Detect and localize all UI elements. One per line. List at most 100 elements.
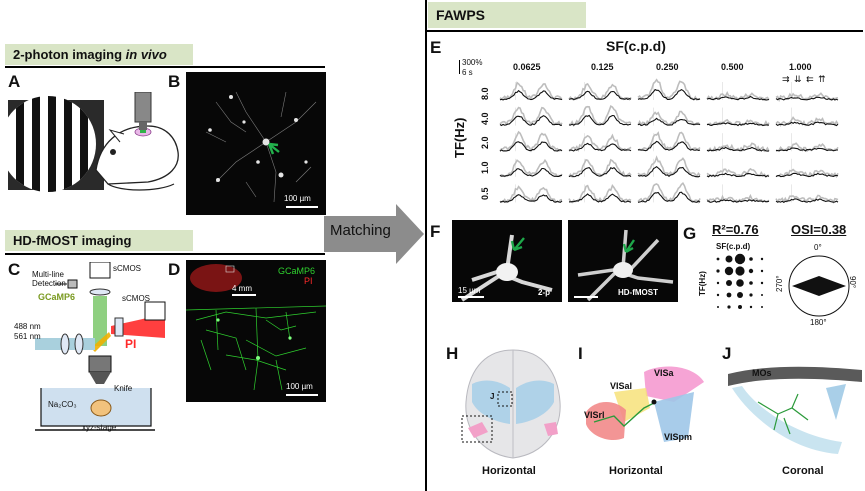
trace-cell (499, 81, 563, 101)
section-title-2photon-italic: in vivo (125, 47, 167, 62)
mean-trace (706, 146, 770, 152)
mean-trace (775, 121, 839, 127)
column-divider (425, 0, 427, 491)
trial-trace (499, 130, 563, 153)
dot-matrix-point (725, 255, 733, 263)
panel-label-j: J (722, 344, 732, 363)
trace-cell (499, 130, 563, 153)
trace-cell (775, 82, 839, 103)
trace-cell (775, 133, 839, 153)
panel-h-brain (461, 349, 561, 459)
trace-cell (775, 184, 839, 204)
mean-trace (568, 166, 632, 178)
g-dot-grid (716, 253, 764, 309)
panel-f-2p-neuron (458, 234, 553, 302)
trial-trace (637, 181, 701, 204)
mean-trace (706, 95, 770, 101)
panel-j-caption: Coronal (782, 465, 824, 477)
sf-value-1: 0.0625 (513, 62, 541, 72)
scale-time-label: 6 s (462, 68, 473, 77)
trace-cell (637, 181, 701, 204)
panel-f-scale-label: 15 µm (458, 286, 481, 295)
dot-matrix-point (717, 306, 719, 308)
dot-matrix-point (716, 281, 720, 285)
panel-b-image: 100 µm (186, 72, 326, 215)
panel-f-2p-label: 2-p (538, 288, 550, 297)
panel-i-visrl: VISrl (584, 410, 605, 420)
tf-value-1: 8.0 (480, 87, 490, 100)
trial-trace (568, 183, 632, 204)
trial-trace (637, 131, 701, 152)
trace-cell (775, 158, 839, 179)
panel-d-neurons (186, 264, 326, 396)
response-trace-grid (499, 78, 839, 204)
panel-c-detection-label: Detection (32, 279, 66, 288)
sf-value-2: 0.125 (591, 62, 614, 72)
trace-cell (637, 107, 701, 127)
g-polar-plot (788, 255, 850, 317)
dot-matrix-point (760, 281, 764, 285)
mean-trace (706, 172, 770, 178)
trial-trace (775, 142, 839, 153)
dot-matrix-point (737, 292, 743, 298)
mean-trace (499, 167, 563, 178)
mean-trace (775, 172, 839, 178)
fawps-title-text: FAWPS (436, 7, 486, 23)
dot-matrix-point (748, 268, 754, 274)
trace-cell (637, 131, 701, 152)
panel-i-vispm: VISpm (664, 432, 693, 442)
trace-cell (637, 78, 701, 102)
panel-d-pi-label: PI (304, 276, 313, 286)
dot-matrix-point (726, 292, 732, 298)
panel-i-visal: VISal (610, 381, 633, 391)
scale-bar-vertical (459, 60, 460, 74)
mean-trace (637, 166, 701, 178)
mean-trace (499, 89, 563, 101)
panel-c-knife-label: Knife (114, 384, 133, 393)
polar-180-label: 180° (810, 318, 827, 327)
dot-matrix-point (716, 293, 720, 297)
trace-cell (568, 158, 632, 179)
section-rule-top (5, 66, 325, 68)
trace-cell (706, 107, 770, 127)
section-rule-bottom (5, 253, 325, 255)
mean-trace (499, 115, 563, 127)
tf-value-4: 1.0 (480, 161, 490, 174)
fawps-rule (427, 30, 863, 32)
trace-cell (568, 105, 632, 127)
panel-a-illustration (8, 92, 179, 192)
panel-i-caption: Horizontal (609, 465, 663, 477)
trial-trace (568, 105, 632, 127)
tf-axis-title: TF(Hz) (452, 117, 467, 158)
panel-c-scmos-top-label: sCMOS (113, 264, 141, 273)
panel-j-mos: MOs (752, 368, 772, 378)
mean-trace (637, 191, 701, 203)
panel-d-image: GCaMP6 PI 4 mm 100 µm (186, 260, 326, 402)
trace-cell (568, 183, 632, 204)
panel-d-gcamp-label: GCaMP6 (278, 266, 316, 276)
panel-b-neurons (205, 91, 318, 208)
mean-trace (775, 96, 839, 101)
trace-cell (499, 158, 563, 178)
trial-trace (499, 106, 563, 127)
dot-matrix-point (736, 279, 744, 287)
g-tf-label: TF(Hz) (698, 271, 707, 296)
fawps-title: FAWPS (428, 2, 586, 28)
trial-trace (775, 194, 839, 204)
panel-c-gcamp-label: GCaMP6 (38, 292, 76, 302)
trace-cell (706, 82, 770, 102)
panel-label-b: B (168, 72, 181, 91)
trace-cell (706, 133, 770, 153)
panel-label-d: D (168, 260, 181, 279)
panel-f-hd-neuron (574, 229, 674, 302)
g-r2-label: R²=0.76 (712, 222, 759, 237)
trial-trace (568, 158, 632, 179)
dot-matrix-point (716, 257, 720, 261)
panel-label-g: G (683, 224, 697, 243)
trial-trace (499, 158, 563, 178)
mean-trace (637, 88, 701, 101)
mean-trace (568, 193, 632, 203)
dot-matrix-point (749, 305, 753, 309)
panel-f-2p-image: 15 µm 2-p (452, 220, 562, 302)
trace-cell (499, 106, 563, 127)
